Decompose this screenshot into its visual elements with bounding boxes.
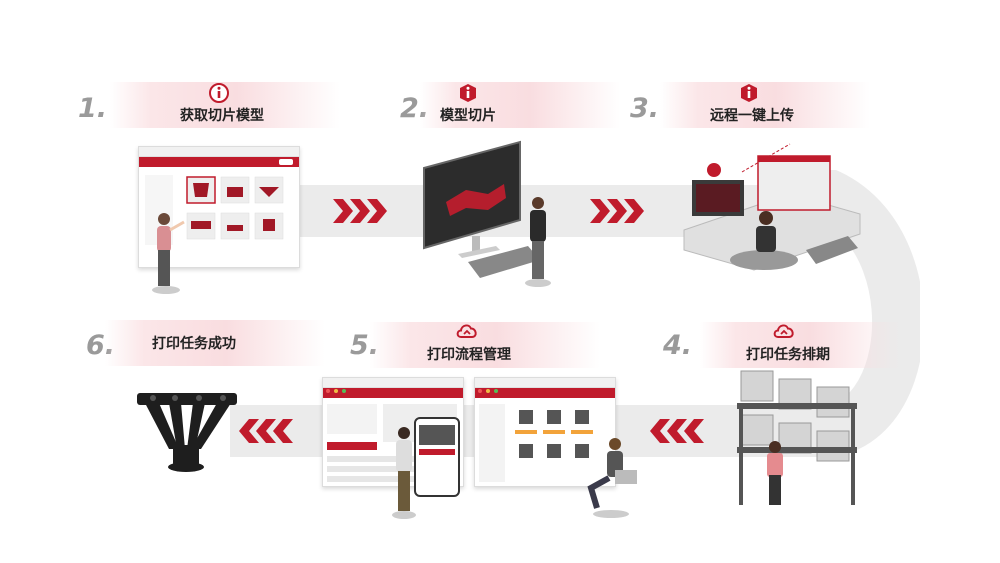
chevron-right-icon bbox=[590, 199, 644, 223]
flow-curve bbox=[780, 170, 920, 458]
step-4-title: 打印任务排期 bbox=[746, 347, 830, 363]
slicer-monitor bbox=[423, 140, 540, 278]
step-5-title: 打印流程管理 bbox=[427, 347, 511, 363]
info-badge-icon bbox=[741, 84, 757, 102]
printed-manifold bbox=[137, 393, 237, 472]
chevron-right-icon bbox=[333, 199, 387, 223]
step-3-number: 3. bbox=[630, 93, 660, 124]
person-with-laptop bbox=[587, 438, 637, 518]
phone-frame bbox=[414, 417, 460, 497]
info-badge-icon bbox=[460, 84, 476, 102]
step-4-number: 4. bbox=[663, 330, 693, 361]
upload-workstation bbox=[683, 143, 861, 271]
step-3-bar bbox=[660, 82, 870, 128]
printer-farm bbox=[737, 370, 857, 505]
person-pointing bbox=[152, 213, 185, 294]
step-6-bar bbox=[105, 320, 325, 366]
step-1-number: 1. bbox=[78, 93, 108, 124]
step-4-bar bbox=[700, 322, 900, 368]
step-2-bar bbox=[420, 82, 620, 128]
step-2-title: 模型切片 bbox=[440, 108, 496, 124]
info-badge-icon bbox=[209, 83, 229, 103]
cloud-icon bbox=[773, 324, 794, 338]
person-standing bbox=[525, 197, 551, 287]
step-5-bar bbox=[370, 322, 600, 368]
chevron-left-icon bbox=[650, 419, 704, 443]
cloud-icon bbox=[456, 324, 477, 338]
step-3-title: 远程一键上传 bbox=[710, 108, 794, 124]
person-with-phone bbox=[392, 427, 416, 519]
step-6-title: 打印任务成功 bbox=[152, 336, 236, 352]
task-dashboard-window bbox=[474, 377, 616, 487]
chevron-left-icon bbox=[239, 419, 293, 443]
step-1-title: 获取切片模型 bbox=[180, 108, 264, 124]
